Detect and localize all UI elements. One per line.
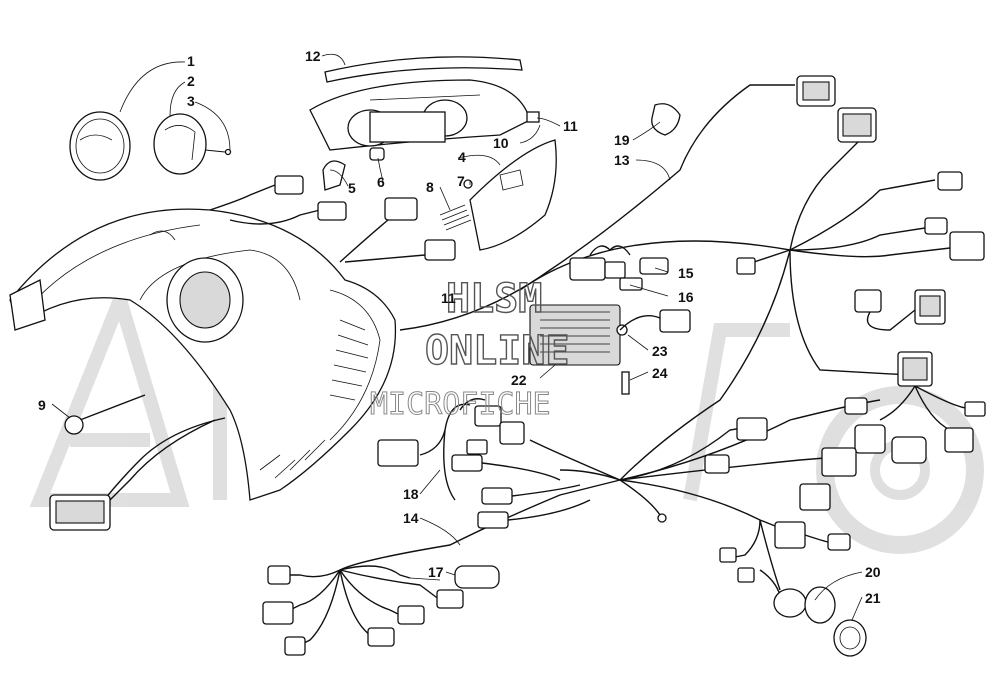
callout-10: 10 [493, 135, 509, 151]
headlight-assembly [69, 111, 232, 181]
callout-9: 9 [38, 397, 46, 413]
hlsm-watermark: HLSM ONLINE MICROFICHE [370, 275, 571, 422]
watermark-line-1: HLSM [446, 276, 542, 322]
lower-sub-harness [262, 565, 500, 656]
watermark-line-3: MICROFICHE [370, 387, 551, 422]
callout-23: 23 [652, 343, 668, 359]
callout-11-upper: 11 [563, 118, 578, 134]
callout-17: 17 [428, 564, 444, 580]
hood-nose-cone [9, 208, 397, 501]
callout-20: 20 [865, 564, 881, 580]
callout-2: 2 [187, 73, 195, 89]
headlight-wiring [209, 175, 472, 263]
callout-7: 7 [457, 173, 465, 189]
callout-3: 3 [187, 93, 195, 109]
callout-11-lower: 11 [441, 290, 456, 306]
callout-15: 15 [678, 265, 694, 281]
upper-housing [309, 56, 557, 251]
callout-labels: 1 2 3 4 5 6 7 8 9 10 11 11 12 13 14 15 1… [38, 48, 881, 606]
switch-assembly [651, 103, 867, 657]
main-wiring-harness [339, 75, 986, 591]
left-harness-group [49, 394, 591, 531]
callout-24: 24 [652, 365, 668, 381]
callout-13: 13 [614, 152, 630, 168]
callout-22: 22 [511, 372, 527, 388]
callout-14: 14 [403, 510, 419, 526]
callout-leaders [51, 53, 863, 621]
watermark-line-2: ONLINE [425, 328, 570, 374]
callout-21: 21 [865, 590, 881, 606]
callout-18: 18 [403, 486, 419, 502]
callout-12: 12 [305, 48, 321, 64]
callout-1: 1 [187, 53, 195, 69]
callout-19: 19 [614, 132, 630, 148]
callout-16: 16 [678, 289, 694, 305]
callout-4: 4 [458, 149, 466, 165]
callout-5: 5 [348, 180, 356, 196]
callout-8: 8 [426, 179, 434, 195]
callout-6: 6 [377, 174, 385, 190]
